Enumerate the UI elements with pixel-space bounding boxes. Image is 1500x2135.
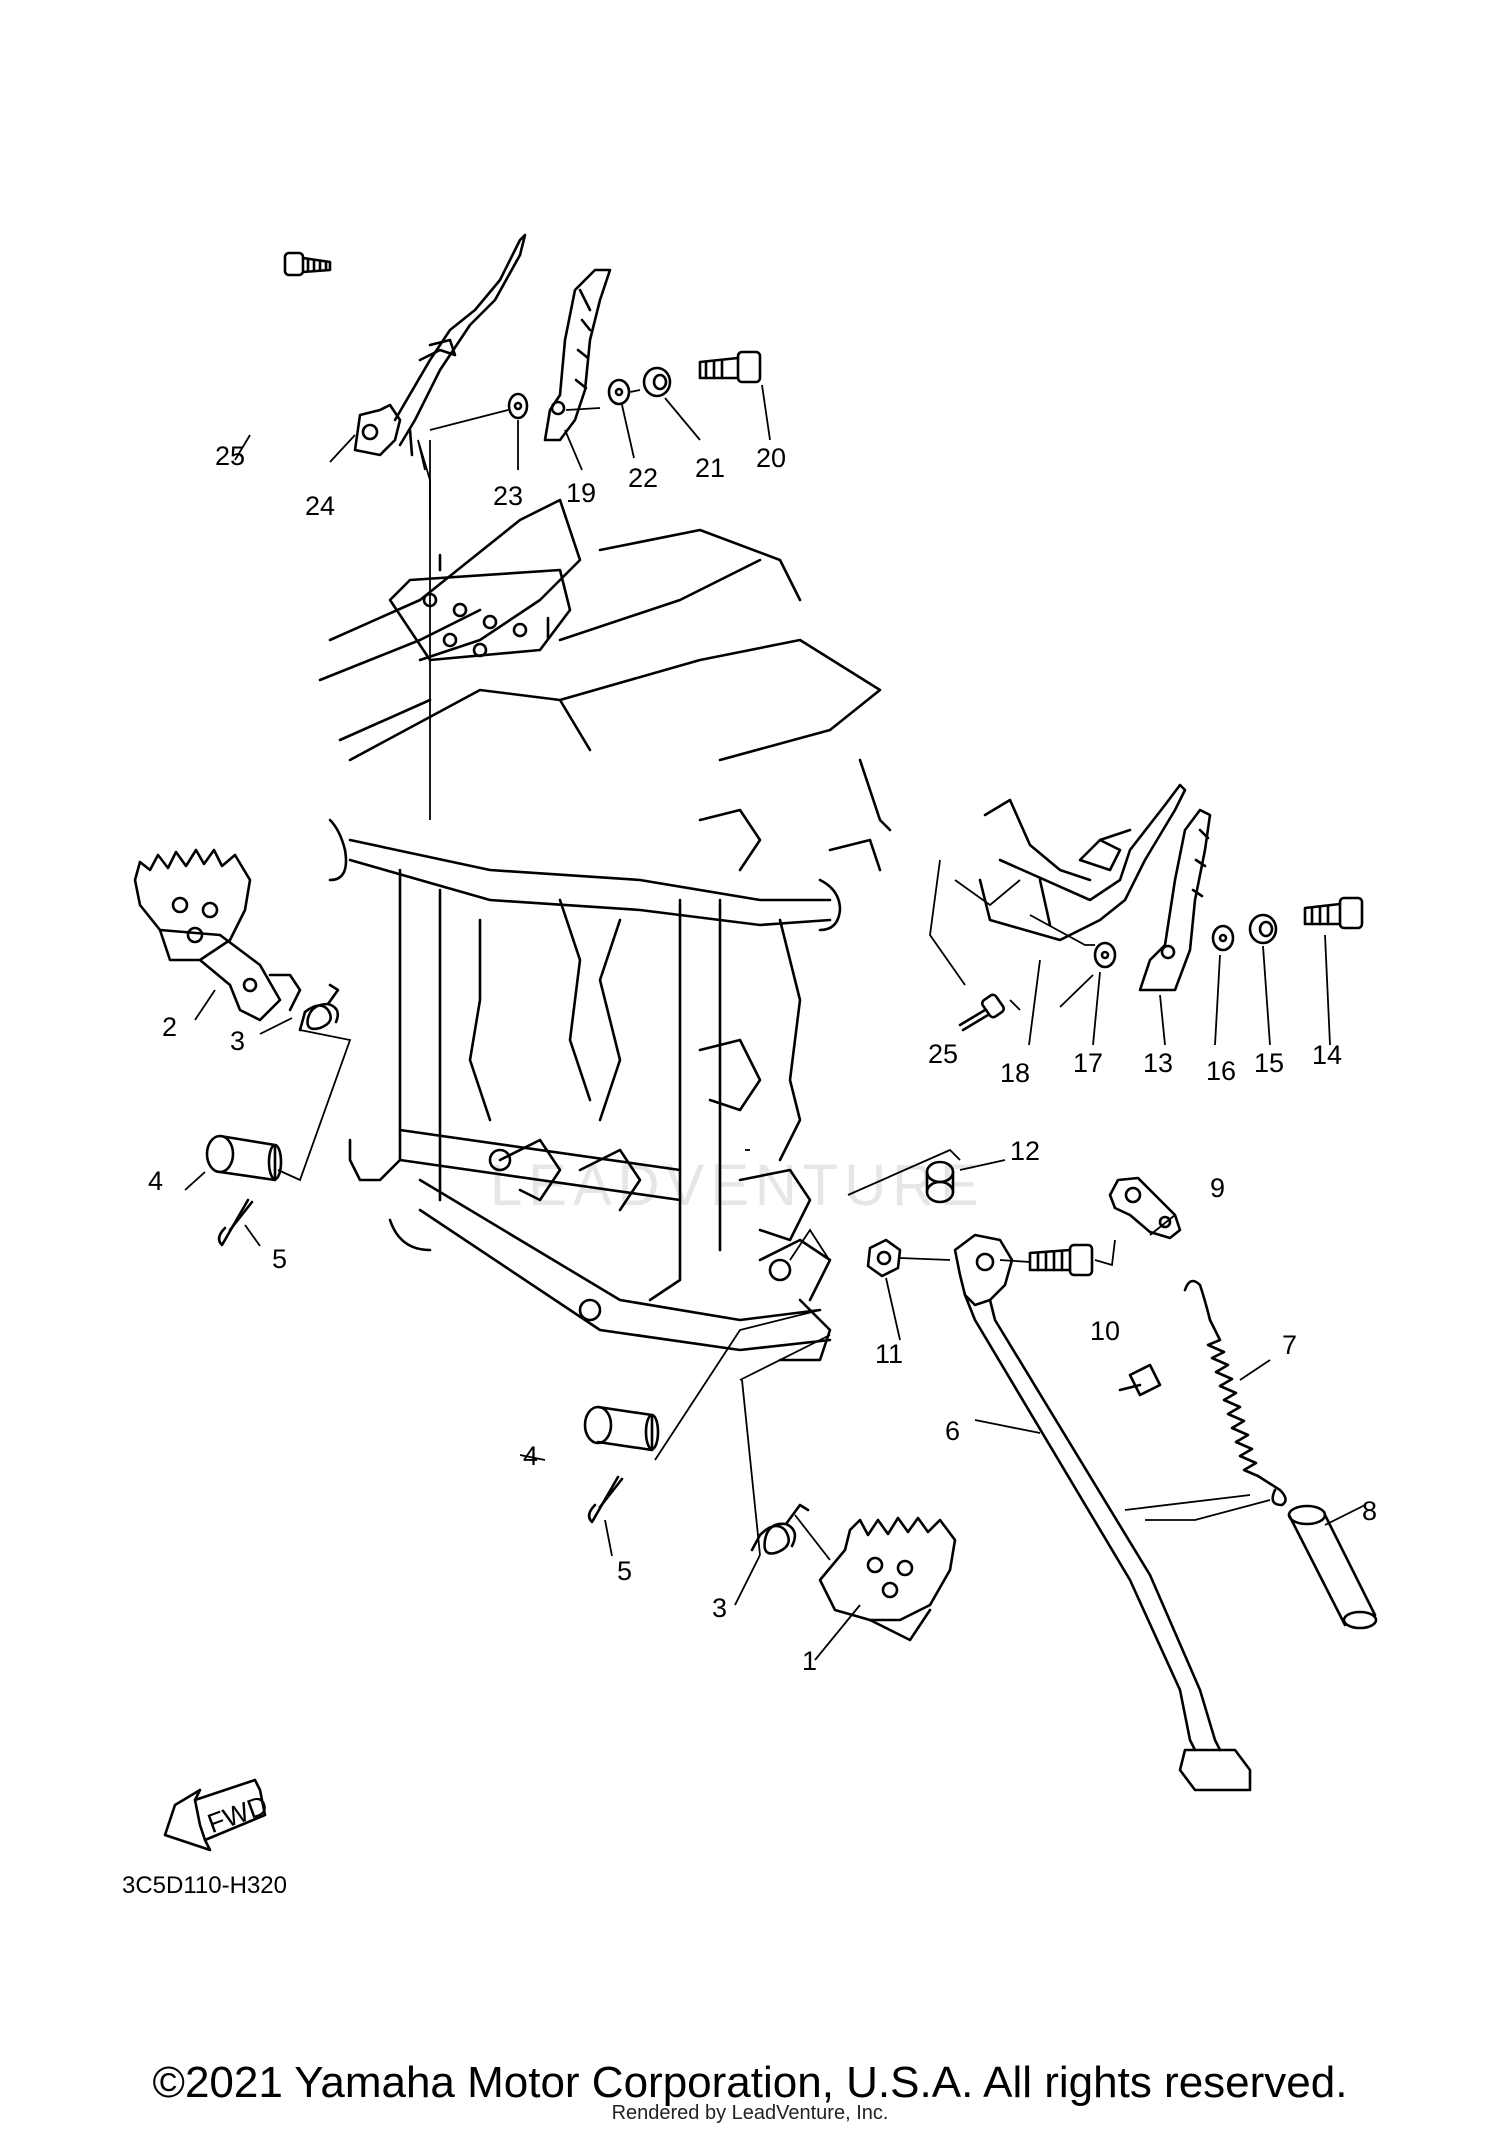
cotter-pin-5-right [587,1475,624,1524]
washer-16 [1211,924,1235,952]
footrest-left [133,848,302,1022]
label-part-5-right: 5 [617,1556,632,1586]
label-part-4-right: 4 [523,1441,538,1471]
label-part-17: 17 [1073,1048,1103,1078]
bolt-10 [1028,1243,1094,1277]
bolt-20 [698,350,762,384]
washer-23 [507,392,529,420]
fwd-label: FWD [204,1790,272,1839]
label-part-2: 2 [162,1012,177,1042]
label-part-3-right: 3 [712,1593,727,1623]
bolt-25-top [283,251,332,277]
footrest-right-front [1138,808,1212,992]
fwd-arrow-icon [163,1778,267,1852]
part-labels: 1 2 3 3 4 4 5 5 6 7 8 9 10 11 12 13 14 1… [148,441,1377,1676]
label-part-8: 8 [1362,1496,1377,1526]
label-part-22: 22 [628,463,658,493]
pin-4-left [205,1134,283,1182]
label-part-20: 20 [756,443,786,473]
pipe-8 [1287,1504,1378,1630]
bolt-25-right [958,993,1006,1032]
spring-hook-9 [1108,1176,1182,1240]
frame-drawing [318,498,892,1362]
spring-7 [1183,1279,1287,1507]
watermark-text: LEADVENTURE [490,1153,985,1218]
label-part-3-left: 3 [230,1026,245,1056]
label-part-25-top: 25 [215,441,245,471]
label-part-13: 13 [1143,1048,1173,1078]
label-part-11: 11 [875,1339,903,1369]
label-part-24: 24 [305,491,335,521]
washer-15 [1248,913,1278,945]
washer-21 [642,366,672,398]
label-part-5-left: 5 [272,1244,287,1274]
rendered-by-text: Rendered by LeadVenture, Inc. [611,2102,889,2124]
label-part-15: 15 [1254,1048,1284,1078]
label-part-25-right: 25 [928,1039,958,1069]
collar-12 [925,1160,955,1204]
label-part-19: 19 [566,478,596,508]
footrest-bracket-left [353,233,527,457]
label-part-1: 1 [802,1646,817,1676]
footrest-right-rear [543,268,612,442]
copyright-text: ©2021 Yamaha Motor Corporation, U.S.A. A… [152,2058,1348,2107]
label-part-4-left: 4 [148,1166,163,1196]
bolt-14 [1303,896,1364,930]
footrest-bracket-right [978,783,1187,942]
nut-11 [866,1238,902,1278]
spring-3-right [750,1503,810,1555]
label-part-12: 12 [1010,1136,1040,1166]
pin-4-right [583,1405,660,1452]
label-part-21: 21 [695,453,725,483]
label-part-10: 10 [1090,1316,1120,1346]
spring-3-left [298,983,340,1032]
label-part-18: 18 [1000,1058,1030,1088]
label-part-14: 14 [1312,1040,1342,1070]
diagram-code: 3C5D110-H320 [122,1872,287,1899]
washer-17 [1093,941,1117,969]
label-part-23: 23 [493,481,523,511]
washer-22 [607,378,631,406]
label-part-16: 16 [1206,1056,1236,1086]
sidestand [953,1233,1252,1792]
leader-lines [184,384,1366,1661]
label-part-9: 9 [1210,1173,1225,1203]
label-part-7: 7 [1282,1330,1297,1360]
footrest-right-lower [818,1516,957,1642]
label-part-6: 6 [945,1416,960,1446]
cotter-pin-5-left [217,1198,254,1247]
